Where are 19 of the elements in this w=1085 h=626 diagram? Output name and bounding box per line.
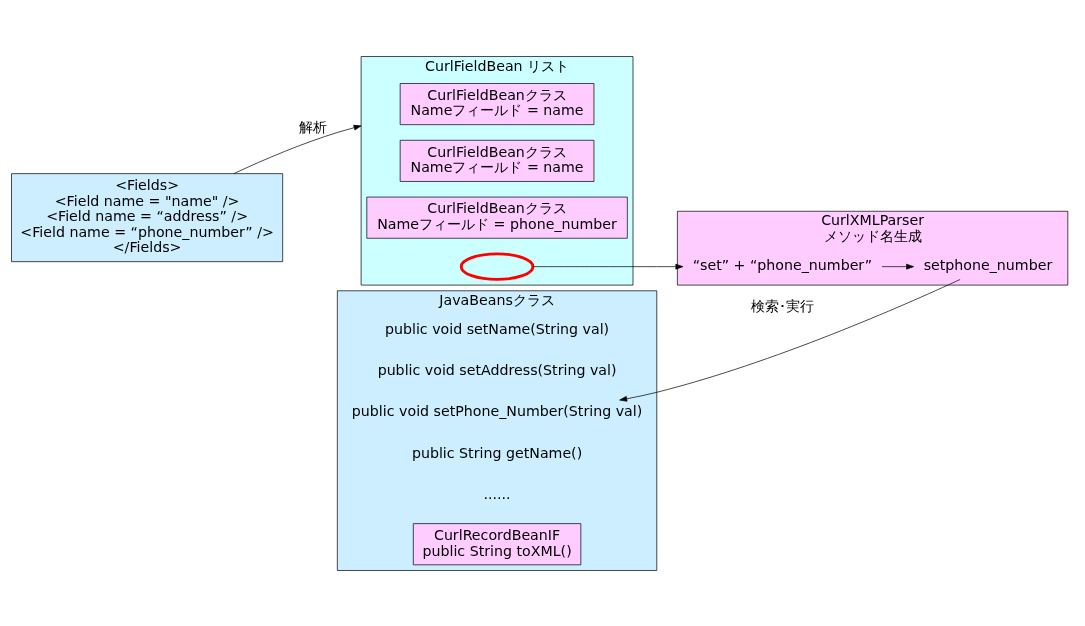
arrow — [881, 263, 914, 269]
node-text: public String getName() — [411, 444, 583, 461]
node-box: CurlFieldBeanクラス Nameフィールド = phone_number — [366, 196, 628, 239]
node-ellipse — [459, 251, 535, 281]
node-text: ...... — [483, 485, 511, 502]
node-box: <Fields> <Field name = "name" /> <Field name = “address” /> <Field name = “phone_number” /> </Fields> — [11, 172, 284, 262]
node-text: “set” + “phone_number” — [692, 256, 873, 273]
node-text: setphone_number — [923, 256, 1053, 273]
node-text: public void setName(String val) — [384, 320, 610, 337]
arrow — [619, 278, 961, 402]
edge-label: 解析 — [298, 118, 327, 135]
edge-label: 検索･実行 — [750, 297, 814, 314]
node-box: CurlFieldBeanクラス Nameフィールド = name — [399, 139, 595, 182]
arrow — [532, 263, 684, 269]
arrow — [233, 124, 362, 174]
node-text: public void setPhone_Number(String val) — [351, 402, 643, 419]
node-box: CurlRecordBeanIF public String toXML() — [412, 522, 582, 565]
node-box: CurlFieldBeanクラス Nameフィールド = name — [399, 82, 595, 125]
node-text: public void setAddress(String val) — [377, 361, 617, 378]
